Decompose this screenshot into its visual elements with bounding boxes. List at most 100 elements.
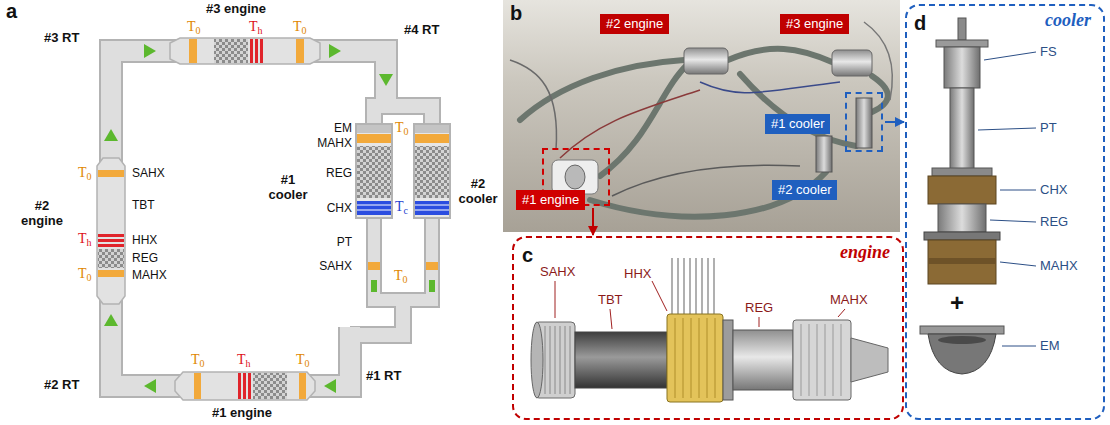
engine-rendering xyxy=(560,326,561,394)
part-label: REG xyxy=(745,300,773,315)
engine-2-sketch xyxy=(98,244,124,247)
engine-rendering xyxy=(801,324,841,396)
part-label: MAHX xyxy=(1040,258,1078,273)
engine-rendering xyxy=(671,258,673,316)
temperature-symbol: T0 xyxy=(78,165,92,182)
engine-3-sketch xyxy=(170,38,320,64)
engine-2-sketch xyxy=(98,270,124,277)
tag-label: #3 engine xyxy=(786,16,843,31)
tube-loop xyxy=(111,51,432,386)
part-label: HHX xyxy=(624,266,651,281)
cooler-2-sketch xyxy=(415,125,449,133)
highlight-box: #1 engine xyxy=(542,148,610,206)
cooler-rendering xyxy=(920,18,1036,374)
symbol-base: T xyxy=(187,19,196,34)
part-label: MAHX xyxy=(1040,258,1078,273)
engine-rendering xyxy=(707,258,709,316)
temperature-symbol: Th xyxy=(237,352,251,369)
part-label: EM xyxy=(334,121,352,135)
engine-rendering xyxy=(723,320,733,400)
part-label: TBT xyxy=(132,198,155,212)
component-heading: #4 RT xyxy=(404,22,439,37)
part-label: TBT xyxy=(132,198,155,212)
engine-rendering xyxy=(667,314,723,402)
symbol-subscript: c xyxy=(404,205,408,216)
engine-rendering xyxy=(851,338,888,382)
symbol-base: T xyxy=(293,19,302,34)
cooler-2-sketch xyxy=(415,201,449,215)
engine-rendering xyxy=(759,317,760,327)
panel-title: engine xyxy=(840,241,890,263)
engine-rendering xyxy=(531,258,888,402)
temperature-symbol: T0 xyxy=(78,165,92,180)
component-heading: #2 engine xyxy=(21,198,63,228)
symbol-subscript: h xyxy=(87,237,92,248)
cooler-1-sketch xyxy=(357,125,391,133)
engine-rendering xyxy=(825,324,826,396)
plus-sign: + xyxy=(950,289,964,316)
part-label: SAHX xyxy=(132,166,165,180)
flow-arrow xyxy=(104,44,393,393)
temperature-symbol: Th xyxy=(249,19,263,34)
part-label: PT xyxy=(337,235,352,249)
temperature-symbol: T0 xyxy=(394,268,408,283)
component-heading: #1 cooler xyxy=(262,172,314,202)
engine-rendering xyxy=(695,258,697,316)
symbol-subscript: 0 xyxy=(305,358,310,369)
panel-letter: a xyxy=(6,0,17,22)
cooler-rendering xyxy=(928,258,996,264)
temperature-symbol: T0 xyxy=(395,120,409,137)
component-heading: #1 RT xyxy=(366,368,401,383)
cooler-rendering xyxy=(920,326,1004,334)
engine-rendering xyxy=(672,258,714,316)
cooler-rendering xyxy=(1000,262,1036,266)
part-label: EM xyxy=(1040,338,1060,353)
cooler-2-sketch xyxy=(415,205,449,206)
part-label: REG xyxy=(326,166,352,180)
tag-label: #1 engine xyxy=(516,190,585,210)
component-heading: #1 engine xyxy=(212,405,272,420)
temperature-symbol: Tc xyxy=(395,199,408,214)
component-heading: #2 RT xyxy=(44,377,79,392)
engine-3-sketch xyxy=(296,39,304,63)
part-label: REG xyxy=(1040,214,1068,229)
part-label: HHX xyxy=(132,233,157,247)
cooler-rendering xyxy=(944,47,980,88)
cooler-rendering xyxy=(938,336,986,344)
cooler-1-sketch xyxy=(357,205,391,210)
cooler-rendering xyxy=(1000,190,1036,191)
cooler-2-sketch xyxy=(415,205,449,210)
engine-rendering xyxy=(733,330,793,390)
symbol-base: T xyxy=(394,268,403,283)
engine-3-sketch xyxy=(255,39,258,63)
symbol-base: T xyxy=(237,352,246,367)
engine-2-sketch xyxy=(98,239,124,242)
engine-1-sketch xyxy=(248,373,251,399)
component-heading: #4 RT xyxy=(404,22,439,37)
temperature-symbol: T0 xyxy=(296,352,310,369)
engine-rendering xyxy=(691,318,692,398)
tag-label: #2 cooler xyxy=(778,182,831,197)
engine-rendering xyxy=(531,322,543,398)
engine-rendering xyxy=(699,318,700,398)
part-label: CHX xyxy=(1040,182,1067,197)
cooler-1-sketch xyxy=(357,205,391,206)
engine-rendering xyxy=(555,281,556,318)
temperature-symbol: T0 xyxy=(394,268,408,285)
engine-2-sketch xyxy=(98,234,124,237)
temperature-symbol: Th xyxy=(237,352,251,367)
part-label: CHX xyxy=(327,201,352,215)
tube-loop xyxy=(111,51,432,386)
engine-rendering xyxy=(675,318,715,398)
symbol-base: T xyxy=(78,231,87,246)
cooler-rendering xyxy=(1002,346,1036,347)
symbol-base: T xyxy=(78,266,87,281)
panel-letter: d xyxy=(914,12,926,34)
symbol-base: T xyxy=(78,165,87,180)
engine-3-sketch xyxy=(189,39,197,63)
cooler-rendering xyxy=(928,334,996,374)
symbol-subscript: 0 xyxy=(200,358,205,369)
part-label: SAHX xyxy=(319,259,352,273)
flow-arrow xyxy=(144,44,156,58)
setup-photo xyxy=(600,64,688,176)
